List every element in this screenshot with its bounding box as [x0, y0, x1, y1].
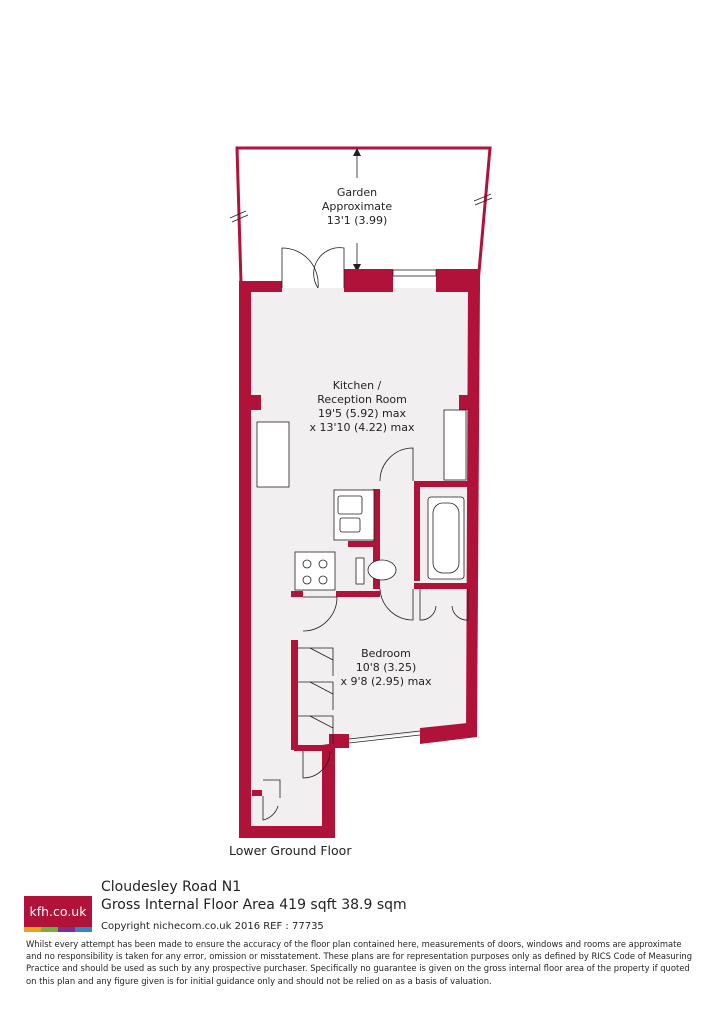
- garden-label: Garden Approximate 13'1 (3.99): [322, 186, 392, 227]
- floor-area: Gross Internal Floor Area 419 sqft 38.9 …: [101, 897, 407, 913]
- property-info: Cloudesley Road N1 Gross Internal Floor …: [101, 878, 407, 914]
- kitchen-units: [256, 409, 467, 591]
- bathroom-fixtures: [355, 496, 465, 585]
- logo-bar-segment: [58, 927, 75, 932]
- wardrobes: [263, 647, 334, 798]
- disclaimer-line: on this plan and any figure given is for…: [26, 975, 492, 986]
- logo-text: kfh.co.uk: [24, 896, 92, 927]
- logo-color-bar: [24, 927, 92, 932]
- svg-text:19'5 (5.92) max: 19'5 (5.92) max: [318, 407, 407, 420]
- svg-text:Garden: Garden: [337, 186, 377, 199]
- disclaimer-line: Practice and should be used as such by a…: [26, 963, 690, 974]
- logo-bar-segment: [24, 927, 41, 932]
- brand-logo: kfh.co.uk: [24, 896, 92, 932]
- floor-label: Lower Ground Floor: [229, 843, 352, 858]
- disclaimer-line: Whilst every attempt has been made to en…: [26, 939, 682, 949]
- svg-text:Reception Room: Reception Room: [317, 393, 407, 406]
- svg-text:13'1 (3.99): 13'1 (3.99): [327, 214, 388, 227]
- svg-text:Approximate: Approximate: [322, 200, 392, 213]
- svg-text:10'8 (3.25): 10'8 (3.25): [356, 661, 417, 674]
- disclaimer-line: and no responsibility is taken for any e…: [26, 951, 693, 962]
- exterior-walls: [239, 269, 480, 838]
- windows: [348, 269, 437, 744]
- kitchen-label: Kitchen / Reception Room 19'5 (5.92) max…: [309, 379, 415, 434]
- garden-dimension-arrow: [353, 148, 361, 272]
- property-address: Cloudesley Road N1: [101, 879, 242, 895]
- french-doors: [281, 247, 345, 289]
- garden-area: [229, 146, 493, 284]
- disclaimer: Whilst every attempt has been made to en…: [26, 938, 715, 987]
- floor-plan: Garden Approximate 13'1 (3.99) Kitchen /…: [229, 146, 493, 838]
- svg-text:x 13'10 (4.22) max: x 13'10 (4.22) max: [309, 421, 415, 434]
- svg-text:Kitchen /: Kitchen /: [333, 379, 382, 392]
- svg-text:x 9'8 (2.95) max: x 9'8 (2.95) max: [340, 675, 432, 688]
- bedroom-label: Bedroom 10'8 (3.25) x 9'8 (2.95) max: [340, 647, 432, 688]
- logo-bar-segment: [41, 927, 58, 932]
- svg-text:Bedroom: Bedroom: [361, 647, 411, 660]
- logo-bar-segment: [75, 927, 92, 932]
- interior-walls: [251, 395, 470, 796]
- copyright-text: Copyright nichecom.co.uk 2016 REF : 7773…: [101, 921, 324, 932]
- interior-doors: [262, 447, 469, 821]
